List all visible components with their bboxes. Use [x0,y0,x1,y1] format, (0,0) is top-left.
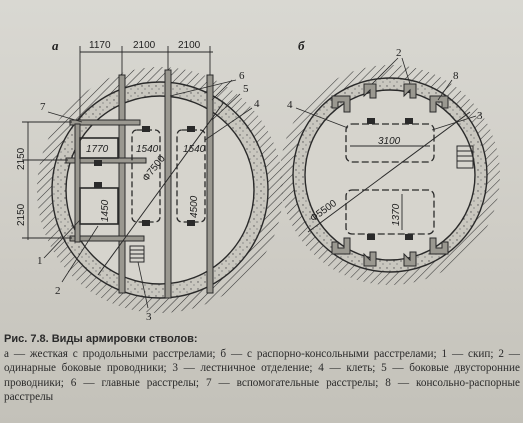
callout-a-1: 1 [37,255,43,267]
skip-width-label: 1770 [86,144,109,155]
leaders-a [43,79,253,309]
callout-b-2: 2 [396,47,402,59]
cage-bottom-b [345,189,435,235]
diagram-b-label: б [298,38,305,53]
skip-height-label: 1450 [100,199,111,222]
skip-top [79,137,119,159]
leaders-b [295,57,477,131]
diameter-line-a [97,101,225,276]
caption-body: а — жесткая с продольными расстрелами; б… [4,347,520,404]
height-label-b: 1370 [391,203,402,226]
callout-a-4: 4 [254,98,260,110]
dim-top-3: 2100 [178,40,201,51]
diagram-a-label: а [52,38,59,53]
guides-b [367,118,413,240]
shaft-figure: Ф7500 1170 2100 2100 2150 2150 1770 1450… [16,38,500,323]
ladder-compartment-a [129,245,145,263]
diagram-b: Ф5500 3100 1370 б 2 8 4 3 [280,38,500,285]
width-label-b: 3100 [378,136,401,147]
callout-b-3: 3 [477,110,483,122]
inner-b [304,89,476,261]
callout-a-6: 6 [239,70,245,82]
guide-label-2: 1540 [183,144,206,155]
dim-top-2: 2100 [133,40,156,51]
callout-b-4: 4 [287,99,293,111]
callout-a-3: 3 [146,311,152,323]
figure-caption: Рис. 7.8. Виды армировки стволов: а — же… [4,332,520,405]
callout-b-8: 8 [453,70,459,82]
horizontal-buntons [65,119,147,243]
diagram-a: Ф7500 1170 2100 2100 2150 2150 1770 1450… [16,38,283,323]
guide-label-1: 1540 [136,144,159,155]
dim-left-1: 2150 [16,147,27,170]
callout-a-5: 5 [243,83,249,95]
console-buntons-b [331,83,449,267]
ladder-compartment-b [456,145,474,169]
dim-left-2: 2150 [16,203,27,226]
dim-top-1: 1170 [89,40,111,51]
caption-title: Рис. 7.8. Виды армировки стволов: [4,333,198,345]
diameter-line-b [307,111,471,233]
dim-left-lines [22,121,72,240]
guides-a [94,126,195,226]
callout-a-2: 2 [55,285,61,297]
callout-a-7: 7 [40,101,46,113]
dim-top-lines [79,46,213,120]
cage-height-label: 4500 [189,195,200,218]
